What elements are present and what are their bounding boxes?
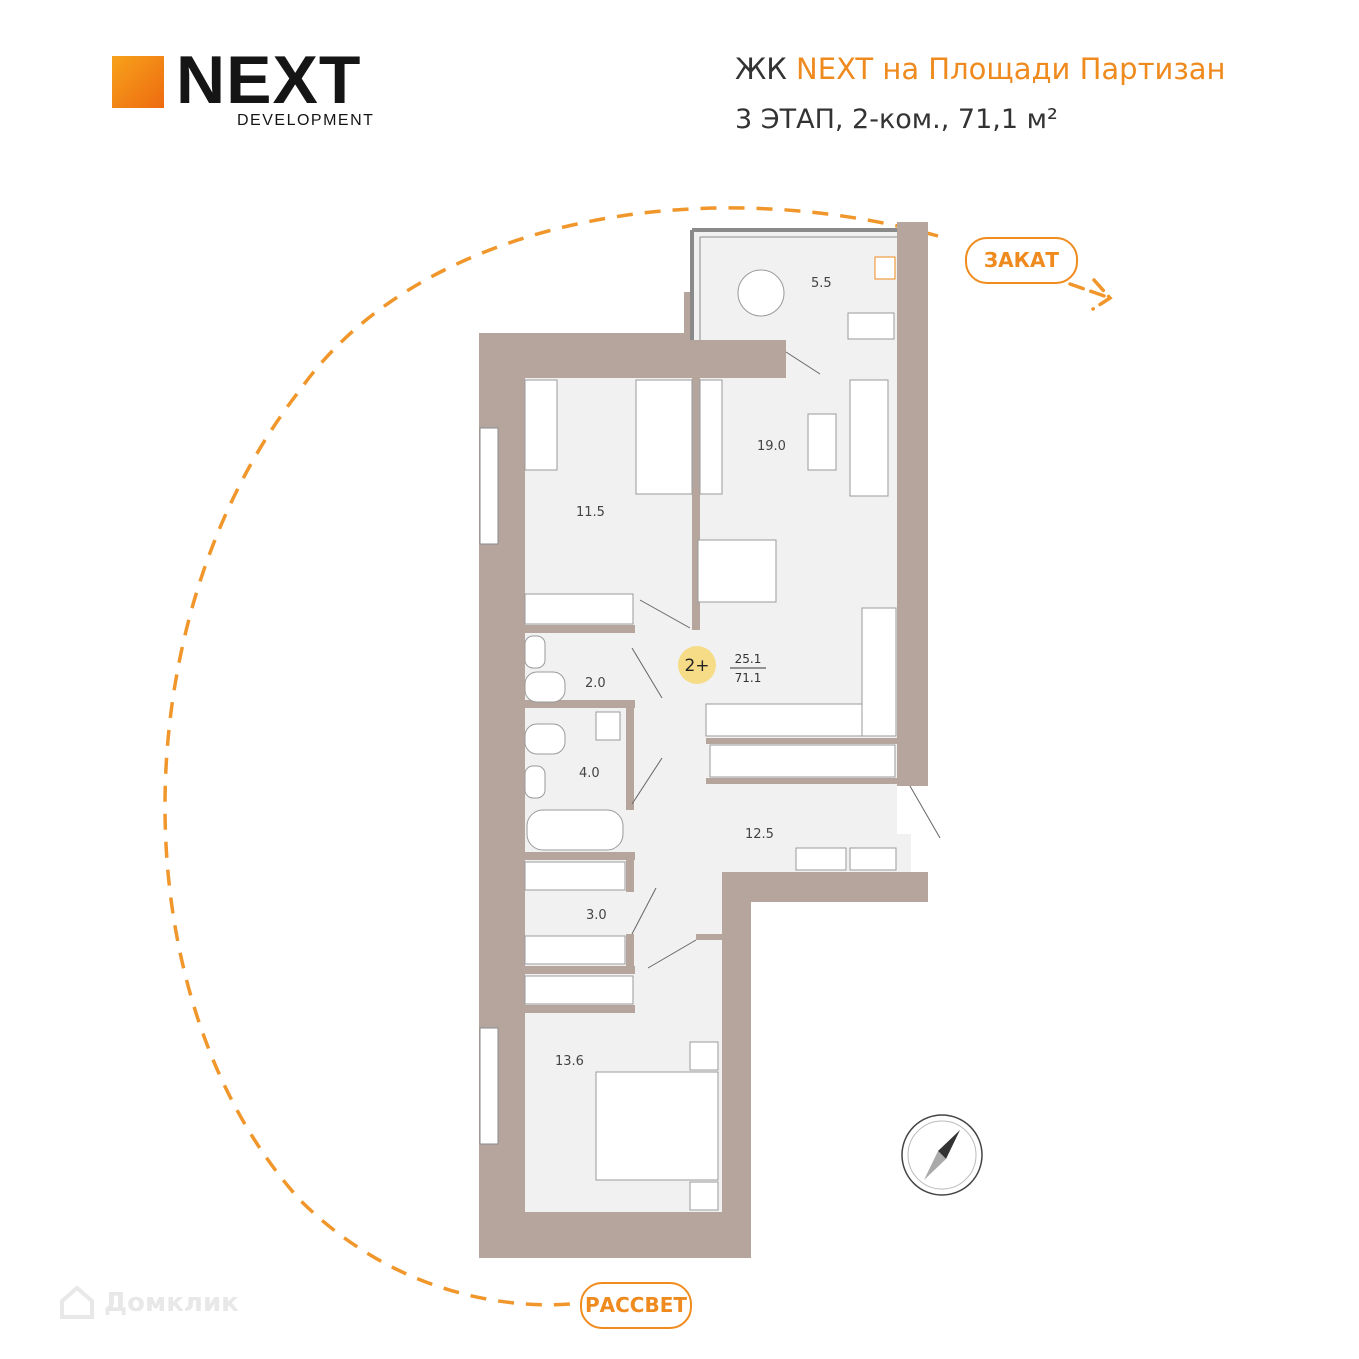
- toilet-bath-icon: [524, 723, 566, 755]
- project-title-prefix: ЖК: [735, 52, 797, 86]
- domclick-watermark: Домклик: [104, 1288, 239, 1318]
- balcony-bench-icon: [847, 312, 895, 340]
- sun-path-arc: [163, 206, 939, 1307]
- double-bed-icon: [595, 1071, 719, 1181]
- boiler-icon: [874, 256, 896, 280]
- room-area-bathroom: 4.0: [579, 766, 600, 781]
- sink-bath-icon: [524, 765, 546, 799]
- room-area-balcony: 5.5: [811, 276, 832, 291]
- nightstand-bottom-icon: [689, 1181, 719, 1211]
- room-area-bedroom-2: 13.6: [555, 1054, 584, 1069]
- desk-icon: [524, 379, 558, 471]
- rooms-badge-label: 2+: [684, 656, 709, 676]
- sunset-label: ЗАКАТ: [965, 237, 1078, 284]
- toilet-wc-icon: [524, 671, 566, 703]
- project-title-name: NEXT на Площади Партизан: [796, 52, 1226, 86]
- windows: [479, 427, 499, 1145]
- furniture: [524, 256, 897, 1211]
- balcony-table-icon: [737, 269, 785, 317]
- walls: [479, 222, 928, 1258]
- kitchen-counter-icon: [861, 607, 897, 737]
- wardrobe-rack-1-icon: [524, 861, 626, 891]
- hall-bench-icon: [849, 847, 897, 871]
- coffee-table-icon: [807, 413, 837, 471]
- wardrobe-rack-3-icon: [524, 975, 634, 1005]
- wardrobe-bedroom1-icon: [524, 593, 634, 625]
- sofa-icon: [849, 379, 889, 497]
- total-area-value: 71.1: [735, 671, 762, 685]
- nightstand-top-icon: [689, 1041, 719, 1071]
- door-swings: [631, 351, 941, 969]
- bathtub-icon: [526, 809, 624, 851]
- logo-square-icon: [112, 56, 164, 108]
- project-title: ЖК NEXT на Площади Партизан: [735, 52, 1225, 86]
- domclick-home-icon: [60, 1285, 94, 1319]
- sink-wc-icon: [524, 635, 546, 669]
- bed-single-icon: [635, 379, 693, 495]
- wardrobe-rack-2-icon: [524, 935, 626, 965]
- apartment-subtitle: 3 ЭТАП, 2-ком., 71,1 м²: [735, 104, 1058, 135]
- partitions: [525, 378, 897, 1013]
- living-area-value: 25.1: [735, 652, 762, 666]
- sunrise-label: РАССВЕТ: [580, 1282, 692, 1329]
- room-area-wc: 2.0: [585, 676, 606, 691]
- room-area-living: 19.0: [757, 439, 786, 454]
- tv-unit-icon: [699, 379, 723, 495]
- rooms-badge: [678, 646, 716, 684]
- room-area-wardrobe: 3.0: [586, 908, 607, 923]
- logo-wordmark: NEXT: [176, 42, 362, 118]
- kitchen-counter-lower-icon: [705, 703, 863, 737]
- dining-table-icon: [697, 539, 777, 603]
- balcony-frame: [690, 228, 897, 340]
- compass-icon: [901, 1114, 983, 1196]
- room-area-bedroom-1: 11.5: [576, 505, 605, 520]
- hall-wardrobe-icon: [709, 744, 896, 778]
- sun-path-arrow-icon: [1068, 278, 1113, 311]
- next-development-logo: NEXT DEVELOPMENT: [112, 46, 402, 134]
- washer-icon: [595, 711, 621, 741]
- room-area-hall: 12.5: [745, 827, 774, 842]
- logo-subtitle: DEVELOPMENT: [237, 112, 375, 129]
- shoe-rack-icon: [795, 847, 847, 871]
